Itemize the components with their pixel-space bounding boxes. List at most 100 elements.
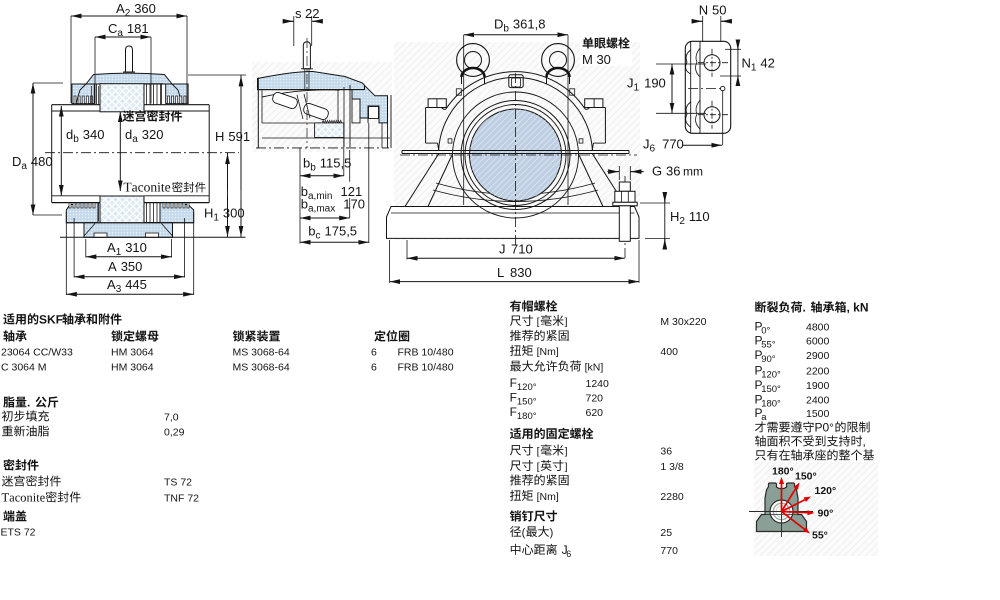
- svg-text:445: 445: [125, 277, 147, 292]
- svg-text:a: a: [761, 412, 767, 423]
- svg-text:(: (: [522, 527, 526, 539]
- svg-text:A: A: [107, 277, 116, 292]
- svg-text:[kN]: [kN]: [585, 362, 604, 374]
- svg-text:a: a: [21, 161, 27, 172]
- svg-text:55°: 55°: [761, 340, 776, 351]
- svg-text:b: b: [308, 224, 315, 239]
- svg-text:310: 310: [125, 240, 147, 255]
- svg-text:H: H: [204, 206, 213, 221]
- svg-text:591: 591: [228, 129, 250, 144]
- svg-text:2: 2: [679, 216, 685, 227]
- svg-text:1 3/8: 1 3/8: [660, 461, 684, 473]
- svg-text:3: 3: [116, 284, 122, 295]
- svg-text:P: P: [755, 393, 763, 407]
- svg-text:180°: 180°: [517, 411, 537, 422]
- svg-text:120°: 120°: [517, 382, 537, 393]
- svg-text:FRB 10/480: FRB 10/480: [398, 362, 454, 374]
- svg-text:770: 770: [662, 137, 684, 152]
- svg-text:M 30: M 30: [582, 52, 611, 67]
- svg-text:]: ]: [565, 461, 568, 473]
- svg-text:150°: 150°: [761, 384, 781, 395]
- svg-text:MS 3068-64: MS 3068-64: [233, 362, 290, 374]
- svg-text:6000: 6000: [806, 336, 830, 348]
- svg-text:HM 3064: HM 3064: [111, 347, 154, 359]
- svg-text:6: 6: [566, 549, 571, 559]
- svg-text:P: P: [755, 378, 763, 392]
- svg-text:P: P: [755, 406, 763, 420]
- svg-text:2400: 2400: [806, 395, 830, 407]
- svg-text:[: [: [537, 316, 540, 328]
- svg-text:F: F: [510, 405, 517, 419]
- svg-text:MS 3068-64: MS 3068-64: [233, 347, 290, 359]
- svg-text:0,29: 0,29: [164, 427, 185, 439]
- svg-text:.: .: [27, 396, 30, 410]
- svg-text:H: H: [670, 209, 679, 224]
- svg-text:710: 710: [511, 242, 533, 257]
- svg-text:770: 770: [660, 545, 678, 557]
- svg-text:22: 22: [305, 6, 319, 21]
- svg-text:[Nm]: [Nm]: [537, 491, 559, 503]
- svg-text:C 3064 M: C 3064 M: [1, 362, 47, 374]
- svg-text:a,min: a,min: [308, 191, 332, 202]
- svg-text:J: J: [643, 137, 650, 152]
- svg-text:23064 CC/W33: 23064 CC/W33: [1, 347, 73, 359]
- svg-text:400: 400: [660, 346, 678, 358]
- svg-text:N: N: [742, 56, 751, 71]
- svg-text:1: 1: [634, 83, 640, 94]
- svg-text:HM 3064: HM 3064: [111, 362, 154, 374]
- svg-text:c: c: [316, 231, 321, 242]
- svg-text:b: b: [310, 163, 316, 174]
- svg-text:190: 190: [644, 76, 666, 91]
- svg-text:4800: 4800: [806, 322, 830, 334]
- svg-text:N: N: [699, 3, 708, 18]
- svg-text:H: H: [215, 129, 224, 144]
- svg-text:C: C: [108, 21, 117, 36]
- svg-text:1: 1: [116, 247, 122, 258]
- svg-text:A: A: [107, 240, 116, 255]
- svg-text:360: 360: [134, 1, 156, 16]
- svg-text:.: .: [803, 301, 806, 315]
- svg-text:): ): [550, 527, 554, 539]
- svg-text:2: 2: [125, 8, 131, 19]
- svg-text:, kN: , kN: [847, 301, 869, 315]
- svg-text:170: 170: [343, 197, 365, 212]
- svg-text:P: P: [755, 334, 763, 348]
- svg-text:0°: 0°: [761, 326, 770, 337]
- svg-text:180°: 180°: [772, 466, 794, 478]
- svg-text:120°: 120°: [761, 370, 781, 381]
- svg-text:FRB 10/480: FRB 10/480: [398, 347, 454, 359]
- svg-text:b: b: [301, 197, 308, 212]
- svg-text:1900: 1900: [806, 380, 830, 392]
- svg-text:[Nm]: [Nm]: [537, 346, 559, 358]
- svg-text:b: b: [301, 184, 308, 199]
- svg-text:1: 1: [751, 63, 757, 74]
- svg-text:42: 42: [760, 56, 774, 71]
- svg-text:TNF 72: TNF 72: [164, 493, 199, 505]
- svg-text:350: 350: [121, 259, 143, 274]
- svg-text:175,5: 175,5: [325, 224, 358, 239]
- svg-text:300: 300: [223, 206, 245, 221]
- svg-text:d: d: [125, 127, 132, 142]
- svg-text:150°: 150°: [795, 471, 817, 483]
- svg-text:90°: 90°: [818, 508, 834, 520]
- svg-text:J: J: [499, 242, 506, 257]
- svg-text:2200: 2200: [806, 366, 830, 378]
- svg-text:TS 72: TS 72: [164, 477, 192, 489]
- svg-text:A: A: [108, 259, 117, 274]
- svg-text:d: d: [66, 127, 73, 142]
- svg-text:G: G: [652, 164, 662, 179]
- svg-text:720: 720: [586, 393, 604, 405]
- svg-text:361,8: 361,8: [513, 17, 546, 32]
- svg-text:D: D: [494, 17, 503, 32]
- svg-text:M 30x220: M 30x220: [660, 316, 706, 328]
- svg-text:50: 50: [712, 3, 726, 18]
- svg-text:90°: 90°: [761, 354, 776, 365]
- svg-text:620: 620: [586, 407, 604, 419]
- svg-text:s: s: [295, 6, 302, 21]
- svg-text:a: a: [132, 134, 138, 145]
- svg-text:P0°: P0°: [815, 421, 835, 435]
- svg-text:]: ]: [565, 316, 568, 328]
- svg-text:320: 320: [142, 127, 164, 142]
- svg-text:J: J: [627, 76, 634, 91]
- svg-text:[: [: [537, 461, 540, 473]
